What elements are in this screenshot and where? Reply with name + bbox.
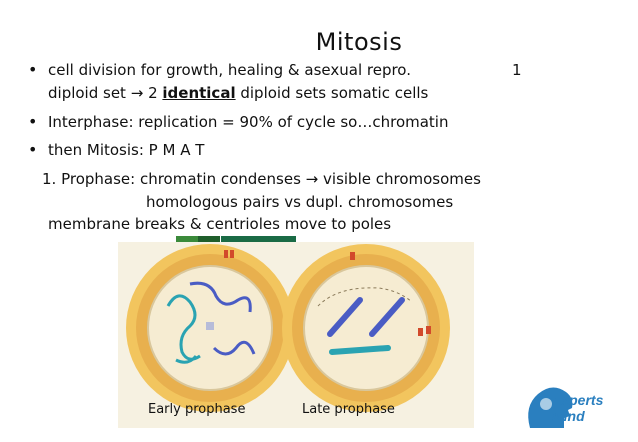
logo-text: Experts Mind xyxy=(552,392,604,424)
prophase-cells-illustration xyxy=(126,244,450,412)
bullet-icon: • xyxy=(28,60,38,79)
prophase-line-1: 1. Prophase: chromatin condenses → visib… xyxy=(42,170,481,188)
bullet-1-text: cell division for growth, healing & asex… xyxy=(48,61,411,79)
label-early-prophase: Early prophase xyxy=(148,402,246,417)
prophase-line-2: homologous pairs vs dupl. chromosomes xyxy=(146,193,454,211)
bullet-3-text: then Mitosis: P M A T xyxy=(48,141,205,159)
slide-title: Mitosis xyxy=(315,28,403,56)
bullet-icon: • xyxy=(28,140,38,159)
arrow-icon: → xyxy=(305,170,319,188)
prophase-line-3: membrane breaks & centrioles move to pol… xyxy=(48,215,392,233)
bullet-icon: • xyxy=(28,112,38,131)
label-late-prophase: Late prophase xyxy=(302,402,395,417)
bullet-1-continuation: diploid set → 2 identical diploid sets s… xyxy=(48,84,429,102)
prophase-figure xyxy=(118,242,474,428)
bullet-1-number: 1 xyxy=(512,61,522,79)
bullet-2-text: Interphase: replication = 90% of cycle s… xyxy=(48,113,449,131)
arrow-icon: → xyxy=(130,84,144,102)
experts-mind-logo xyxy=(528,387,573,428)
emphasis-identical: identical xyxy=(162,84,236,102)
